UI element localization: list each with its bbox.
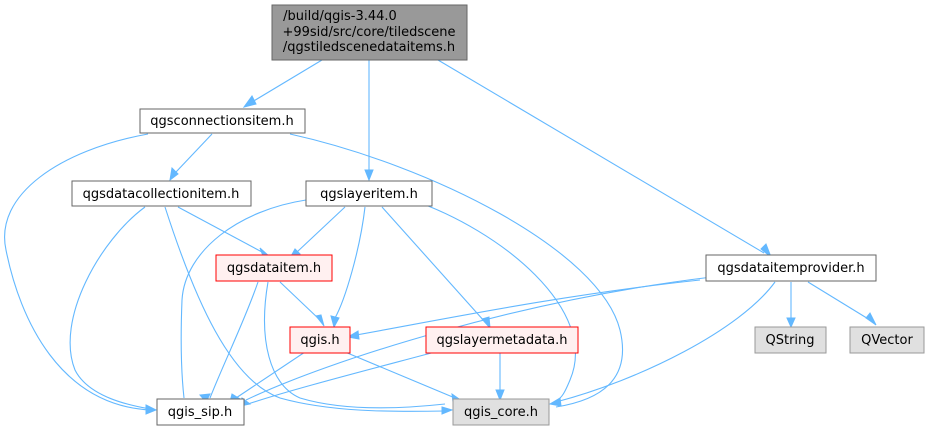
edge-layeritem-to-layermetadata (381, 206, 486, 323)
focus-path-line-3: /qgstiledscenedataitems.h (283, 40, 455, 55)
arrowhead-qgis-sip-a (145, 404, 158, 415)
node-focus-qgstiledscenedataitems[interactable]: /build/qgis-3.44.0 +99sid/src/core/tiled… (271, 4, 468, 61)
arrowhead-qgis-top (330, 315, 340, 329)
edge-dataitem-to-qgis (279, 281, 321, 321)
node-qvector[interactable]: QVector (849, 326, 925, 354)
node-label: QString (765, 333, 814, 348)
edge-dataitem-to-qgis-core (264, 281, 446, 409)
node-label: QVector (861, 333, 913, 348)
node-label: qgsdataitemprovider.h (717, 261, 864, 276)
focus-path-line-1: /build/qgis-3.44.0 (283, 9, 397, 24)
arrowhead-layermetadata (481, 316, 491, 330)
edge-qgis-to-qgis-sip (235, 351, 306, 399)
edge-connectionsitem-to-qgis-sip (4, 133, 151, 411)
edge-dataitem-to-qgis-sip (209, 281, 259, 399)
edge-connectionsitem-to-datacollectionitem (175, 133, 213, 173)
arrowhead-qgis-core-c (495, 389, 505, 402)
node-qgsconnectionsitem[interactable]: qgsconnectionsitem.h (139, 108, 306, 134)
edge-dataitemprovider-to-qgis-core (555, 281, 776, 403)
arrowhead-qgis-left (315, 314, 325, 327)
node-label: qgsdataitem.h (227, 261, 321, 276)
node-qgis[interactable]: qgis.h (289, 326, 351, 354)
arrowhead-qgis-right (346, 330, 360, 340)
edge-layeritem-to-qgis (334, 206, 366, 319)
edge-qgis-to-qgis-core (344, 351, 456, 399)
arrowhead-qgis-core-a (441, 406, 454, 415)
node-qgsdataitemprovider[interactable]: qgsdataitemprovider.h (705, 254, 877, 282)
edge-datacollectionitem-to-qgis-core (164, 206, 446, 412)
node-qgsdataitem[interactable]: qgsdataitem.h (215, 254, 333, 282)
node-qgsdatacollectionitem[interactable]: qgsdatacollectionitem.h (71, 180, 252, 207)
node-qgis-sip[interactable]: qgis_sip.h (156, 398, 245, 426)
dependency-edges (4, 59, 871, 412)
edge-layeritem-to-dataitem (296, 206, 346, 253)
arrowhead-dataitemprovider (760, 243, 773, 259)
node-label: qgslayeritem.h (320, 187, 418, 202)
edge-layeritem-to-qgis-sip (180, 199, 307, 399)
edge-connectionsitem-to-qgis-core (289, 133, 624, 408)
arrowhead-qstring (786, 317, 796, 329)
node-label: qgsconnectionsitem.h (150, 114, 293, 129)
node-label: qgis_core.h (464, 405, 538, 420)
node-label: qgis_sip.h (168, 405, 232, 420)
node-qstring[interactable]: QString (754, 326, 827, 354)
edge-datacollectionitem-to-qgis-sip (69, 206, 151, 410)
arrowhead-qgis-core-d (548, 397, 562, 407)
edge-datacollectionitem-to-dataitem (177, 206, 263, 253)
edge-layermetadata-to-qgis-sip (247, 351, 436, 405)
node-label: qgslayermetadata.h (436, 333, 567, 348)
node-qgis-core[interactable]: qgis_core.h (452, 398, 550, 426)
arrowhead-qvector (865, 312, 877, 326)
arrowhead-layeritem (364, 169, 374, 182)
node-qgslayeritem[interactable]: qgslayeritem.h (305, 180, 433, 207)
edge-focus-to-dataitemprovider (437, 59, 765, 254)
node-qgslayermetadata[interactable]: qgslayermetadata.h (425, 326, 579, 354)
focus-path-line-2: +99sid/src/core/tiledscene (282, 25, 455, 40)
arrowhead-connectionsitem (242, 95, 257, 108)
node-label: qgis.h (300, 333, 339, 348)
arrowhead-datacollectionitem (169, 166, 179, 182)
edge-focus-to-connectionsitem (251, 59, 323, 103)
node-label: qgsdatacollectionitem.h (83, 187, 240, 202)
edge-dataitemprovider-to-qvector (807, 281, 871, 321)
